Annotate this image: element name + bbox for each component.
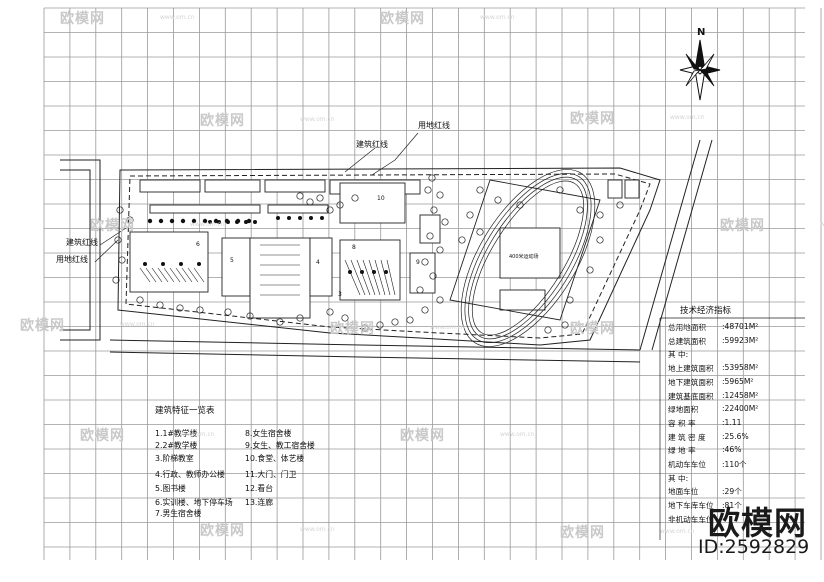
watermark-text: 欧模网 <box>560 525 605 541</box>
building-5-label: 5 <box>230 257 234 264</box>
tech-row-label: 地上建筑面积 <box>668 364 714 374</box>
legend-item: 13.连廊 <box>245 498 273 507</box>
watermark-url: www.om.cn <box>500 431 535 438</box>
building-8-label: 8 <box>352 244 356 251</box>
watermark-url: www.om.cn <box>300 526 335 533</box>
legend-item: 9.女生、教工宿舍楼 <box>245 441 315 450</box>
field-label: 400米运动场 <box>509 254 539 260</box>
label-building-red-line-top: 建筑红线 <box>356 140 388 149</box>
building-10-label: 10 <box>377 195 385 202</box>
tech-row-label: 地下建筑面积 <box>668 377 714 387</box>
watermark-text: 欧模网 <box>60 11 105 27</box>
watermark-text: 欧模网 <box>80 428 125 444</box>
model-id: ID:2592829 <box>698 536 810 558</box>
tech-row-label: 非机动车车位 <box>668 514 714 524</box>
tech-row-label: 机动车车位 <box>668 460 706 469</box>
watermark-url: www.om.cn <box>160 14 195 21</box>
tech-row-label: 其 中: <box>668 473 689 483</box>
watermark-text: 欧模网 <box>380 11 425 27</box>
legend-item: 5.图书楼 <box>155 484 186 493</box>
brand-logo: 欧模网 <box>708 504 808 542</box>
tech-row-label: 其 中: <box>668 350 689 360</box>
leader-lines <box>94 132 419 263</box>
roads <box>60 139 713 363</box>
tech-row-label: 绿 地 率 <box>668 446 696 456</box>
tech-row-label: 地面车位 <box>668 487 699 497</box>
tech-row-label: 建筑基底面积 <box>668 391 714 401</box>
tech-row-value: :22400M² <box>722 404 759 414</box>
tech-row-value: :46% <box>722 445 742 455</box>
parking-marks <box>143 216 388 274</box>
watermark-text: 欧模网 <box>330 321 375 337</box>
legend-item: 12.看台 <box>245 484 273 493</box>
legend-item: 8.女生宿舍楼 <box>245 429 292 438</box>
watermark-url: www.om.cn <box>660 528 695 535</box>
tech-row-label: 总用地面积 <box>668 323 706 332</box>
building-9-label: 9 <box>416 259 420 266</box>
buildings <box>129 179 640 319</box>
legend-item: 1.1#教学楼 <box>155 429 198 438</box>
tech-row-value: :110个 <box>722 460 747 469</box>
north-label: N <box>697 27 706 38</box>
watermark-url: www.om.cn <box>180 431 215 438</box>
tech-row-label: 总建筑面积 <box>668 336 706 346</box>
tech-table <box>659 317 805 540</box>
watermark-text: 欧模网 <box>400 428 445 444</box>
north-arrow-icon <box>679 39 721 101</box>
watermark-url: www.om.cn <box>480 14 515 21</box>
watermark-url: www.om.cn <box>670 324 705 331</box>
watermark-url: www.om.cn <box>120 321 155 328</box>
tech-row-value: :48701M² <box>722 322 759 331</box>
legend-item: 7.男生宿舍楼 <box>155 509 202 518</box>
label-land-red-line-top: 用地红线 <box>418 121 450 130</box>
tech-row-label: 建 筑 密 度 <box>668 432 706 442</box>
tech-row-value: :5965M² <box>722 376 754 386</box>
label-land-red-line-left: 用地红线 <box>56 255 88 264</box>
legend-item: 4.行政、教师办公楼 <box>155 470 225 479</box>
tech-row-value: :53958M² <box>722 363 759 373</box>
running-track <box>449 179 601 321</box>
track-ovals <box>460 169 596 347</box>
building-6-label: 6 <box>196 241 200 248</box>
tech-row-label: 容 积 率 <box>668 418 696 428</box>
watermark-url: www.om.cn <box>190 221 225 228</box>
label-building-red-line-left: 建筑红线 <box>66 238 98 247</box>
legend-item: 11.大门、门卫 <box>245 470 297 479</box>
legend-item: 3.阶梯教室 <box>155 454 194 463</box>
watermark-url: www.om.cn <box>670 114 705 121</box>
trees <box>112 174 624 334</box>
building-hatching <box>139 244 396 296</box>
building-4-label: 4 <box>316 259 320 266</box>
tech-row-label: 地下车库车位 <box>668 501 714 511</box>
building-3-label: 3 <box>338 291 342 298</box>
watermark-text: 欧模网 <box>200 523 245 539</box>
legend-title: 建筑特征一览表 <box>155 406 215 416</box>
watermark-text: 欧模网 <box>20 318 65 334</box>
watermark-text: 欧模网 <box>570 321 615 337</box>
watermark-text: 欧模网 <box>200 113 245 129</box>
watermark-url: www.om.cn <box>300 116 335 123</box>
tech-row-value: :81个 <box>722 501 742 511</box>
legend-item: 6.实训楼、地下停车场 <box>155 498 233 507</box>
watermark-text: 欧模网 <box>90 218 135 234</box>
tech-row-value: :25.6% <box>722 431 749 441</box>
legend-item: 10.食堂、体艺楼 <box>245 454 305 463</box>
watermark-text: 欧模网 <box>720 218 765 234</box>
watermark-text: 欧模网 <box>570 111 615 127</box>
tech-row-value: :12458M² <box>722 390 759 400</box>
tech-row-label: 绿地面积 <box>668 405 699 415</box>
watermark-url: www.om.cn <box>820 221 824 228</box>
tech-row-value: :1.11 <box>722 417 742 427</box>
tech-row-value: :29个 <box>722 487 742 497</box>
legend-item: 2.2#教学楼 <box>155 441 198 450</box>
watermark-url: www.om.cn <box>430 324 465 331</box>
tech-row-value: :59923M² <box>722 335 759 345</box>
tech-title: 技术经济指标 <box>680 306 732 316</box>
